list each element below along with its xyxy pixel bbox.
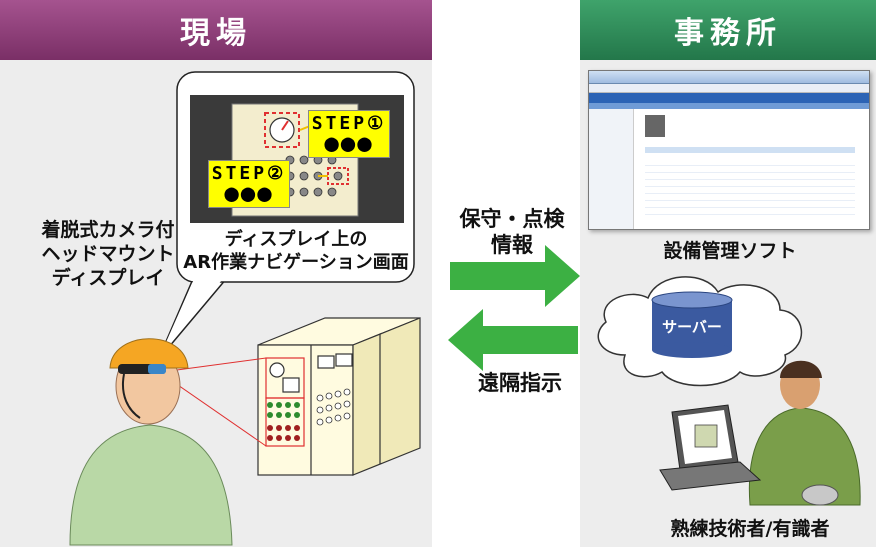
step2-title: STEP②: [211, 163, 287, 184]
ar-caption: ディスプレイ上の AR作業ナビゲーション画面: [182, 228, 410, 274]
maintenance-info-label: 保守・点検 情報: [447, 206, 577, 258]
expert-label: 熟練技術者/有識者: [670, 518, 830, 540]
hmd-label: 着脱式カメラ付 ヘッドマウント ディスプレイ: [18, 218, 198, 290]
equipment-software-screenshot: [588, 70, 870, 230]
arrow-to-site: [448, 309, 578, 371]
step1-dots: ●●●: [324, 129, 374, 157]
control-cabinet: [257, 317, 421, 476]
remote-instruction-label: 遠隔指示: [478, 371, 562, 395]
field-worker-figure: [69, 338, 233, 546]
step1-title: STEP①: [311, 113, 387, 134]
hmd-label-line1: 着脱式カメラ付: [41, 219, 175, 241]
site-title: 現場: [180, 16, 252, 51]
expert-figure: [659, 360, 861, 506]
hmd-label-line2: ヘッドマウント: [41, 243, 175, 265]
server-cloud: [597, 276, 802, 387]
office-panel-header: 事務所: [580, 0, 876, 60]
step2-callout: STEP② ●●●: [208, 160, 290, 208]
server-label: サーバー: [662, 318, 722, 336]
maintenance-info-line2: 情報: [491, 233, 533, 257]
step2-dots: ●●●: [224, 179, 274, 207]
hmd-label-line3: ディスプレイ: [51, 267, 165, 289]
step1-callout: STEP① ●●●: [308, 110, 390, 158]
software-label: 設備管理ソフト: [663, 240, 797, 262]
ar-caption-line2: AR作業ナビゲーション画面: [183, 252, 409, 273]
ar-caption-line1: ディスプレイ上の: [224, 229, 368, 250]
office-title: 事務所: [674, 16, 782, 51]
maintenance-info-line1: 保守・点検: [459, 207, 565, 231]
site-panel-header: 現場: [0, 0, 432, 60]
arrow-to-office: [450, 245, 580, 307]
